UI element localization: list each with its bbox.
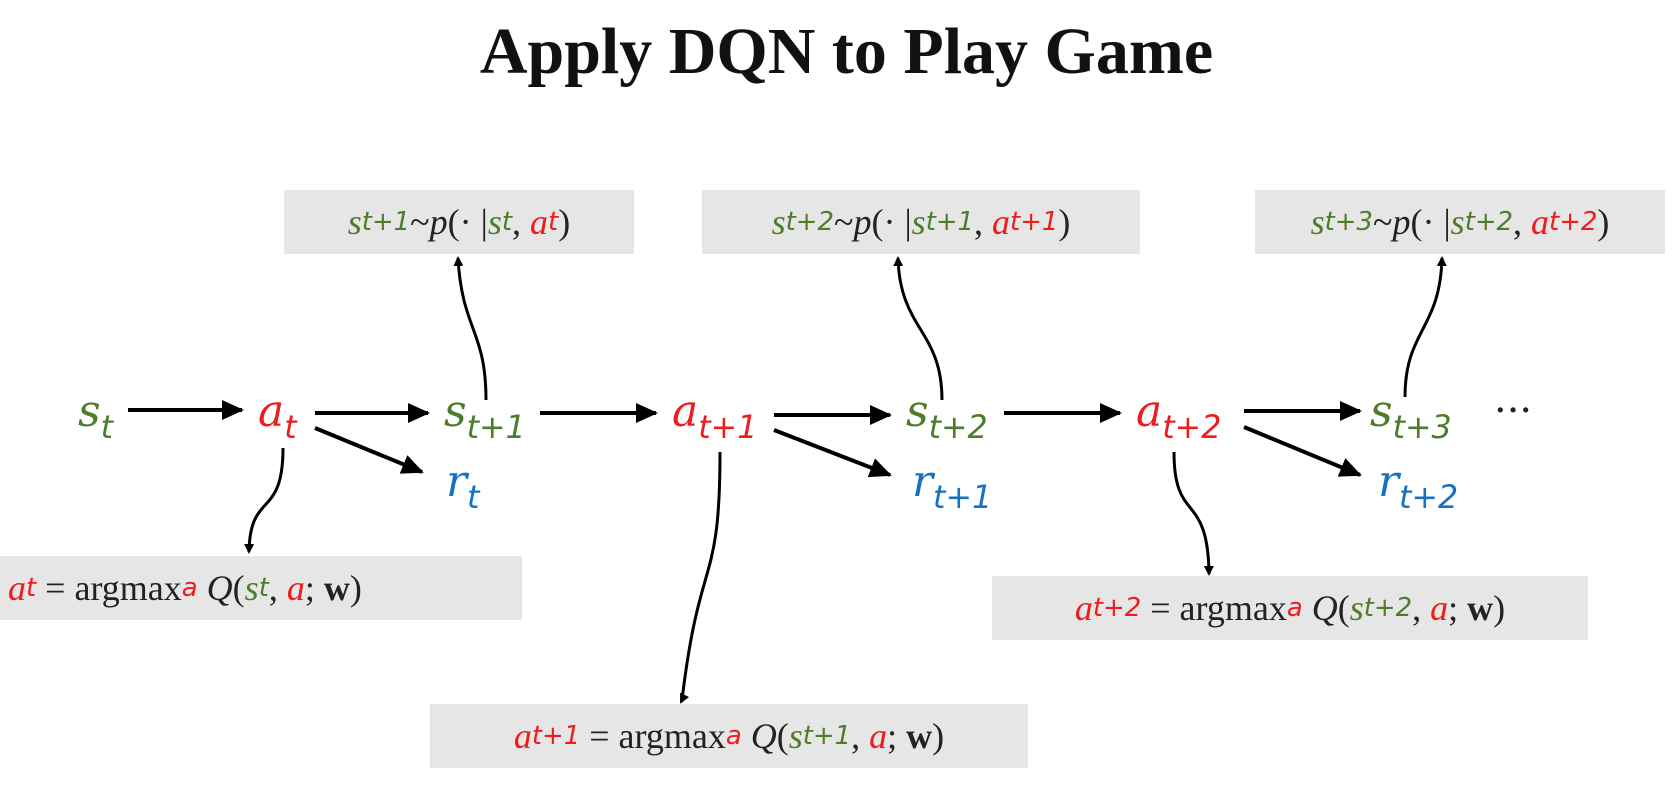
curve-st3-transition — [1403, 256, 1447, 398]
curve-st1-transition — [453, 256, 488, 401]
node-r-t: rt — [446, 456, 480, 517]
node-s-t3: st+3 — [1370, 386, 1452, 447]
curve-at2-policy — [1172, 451, 1214, 576]
node-s-t2: st+2 — [906, 386, 988, 447]
node-a-t: at — [258, 386, 297, 447]
ellipsis: ··· — [1494, 388, 1533, 434]
arrow-at1-rt1 — [773, 428, 892, 478]
node-a-t1: at+1 — [672, 386, 758, 447]
node-r-t1: rt+1 — [912, 456, 993, 517]
page-title: Apply DQN to Play Game — [479, 15, 1214, 88]
node-s-t: st — [78, 386, 114, 447]
arrow-at-rt — [314, 426, 424, 474]
curve-at1-policy — [679, 451, 722, 704]
node-r-t2: rt+2 — [1378, 456, 1459, 517]
arrow-at2-rt2 — [1243, 425, 1362, 477]
curve-st2-transition — [893, 256, 944, 401]
curve-at-policy — [244, 447, 285, 554]
node-s-t1: st+1 — [444, 386, 526, 447]
node-a-t2: at+2 — [1136, 386, 1222, 447]
